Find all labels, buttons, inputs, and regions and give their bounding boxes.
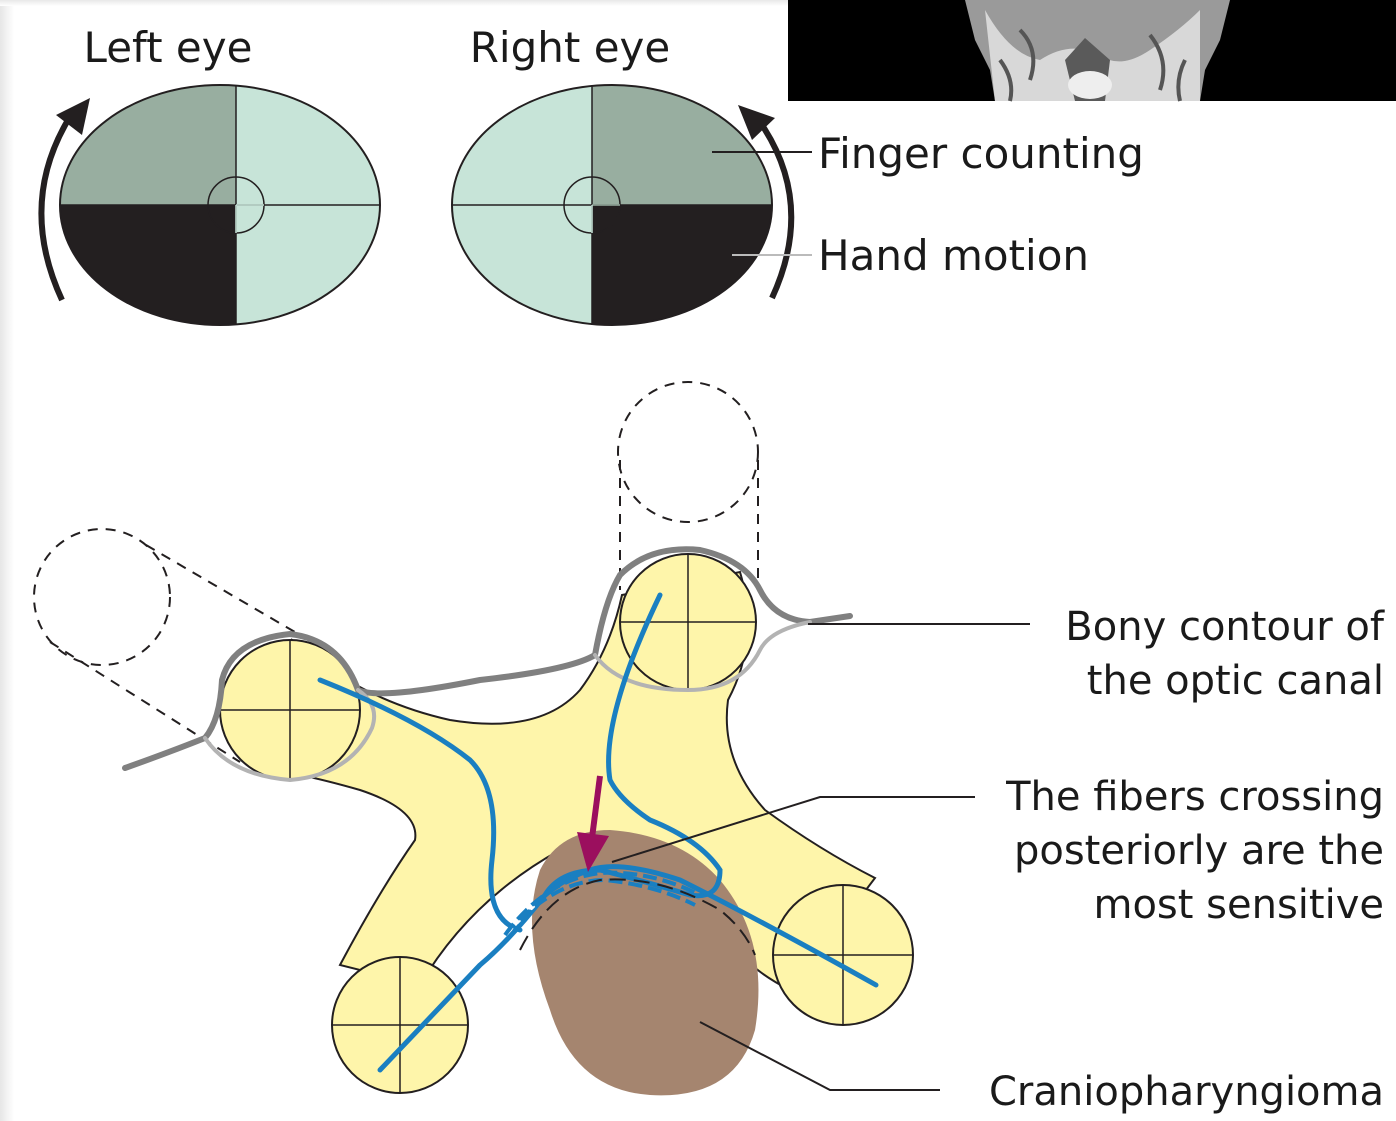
right-eye-title: Right eye [470, 23, 670, 72]
left-eye-field [40, 70, 396, 345]
mri-thumbnail [788, 0, 1396, 101]
finger-counting-label: Finger counting [818, 129, 1144, 178]
bony-contour-label-line1: Bony contour of [1065, 604, 1385, 650]
left-upper-nasal-quadrant [236, 70, 396, 205]
left-eye-title: Left eye [84, 23, 253, 72]
right-eye-field [440, 70, 782, 345]
fibers-label-line3: most sensitive [1093, 882, 1384, 928]
left-upper-temporal-quadrant [40, 70, 236, 205]
fibers-label-line2: posteriorly are the [1014, 828, 1384, 874]
optic-tract-left [332, 957, 468, 1093]
hand-motion-label: Hand motion [818, 231, 1089, 280]
optic-nerve-right [620, 554, 756, 690]
bony-contour-label-line2: the optic canal [1087, 658, 1384, 704]
fibers-label-line1: The fibers crossing [1005, 774, 1384, 820]
left-lower-nasal-quadrant [236, 205, 396, 345]
craniopharyngioma-label: Craniopharyngioma [989, 1069, 1384, 1115]
optic-tract-right [773, 885, 913, 1025]
